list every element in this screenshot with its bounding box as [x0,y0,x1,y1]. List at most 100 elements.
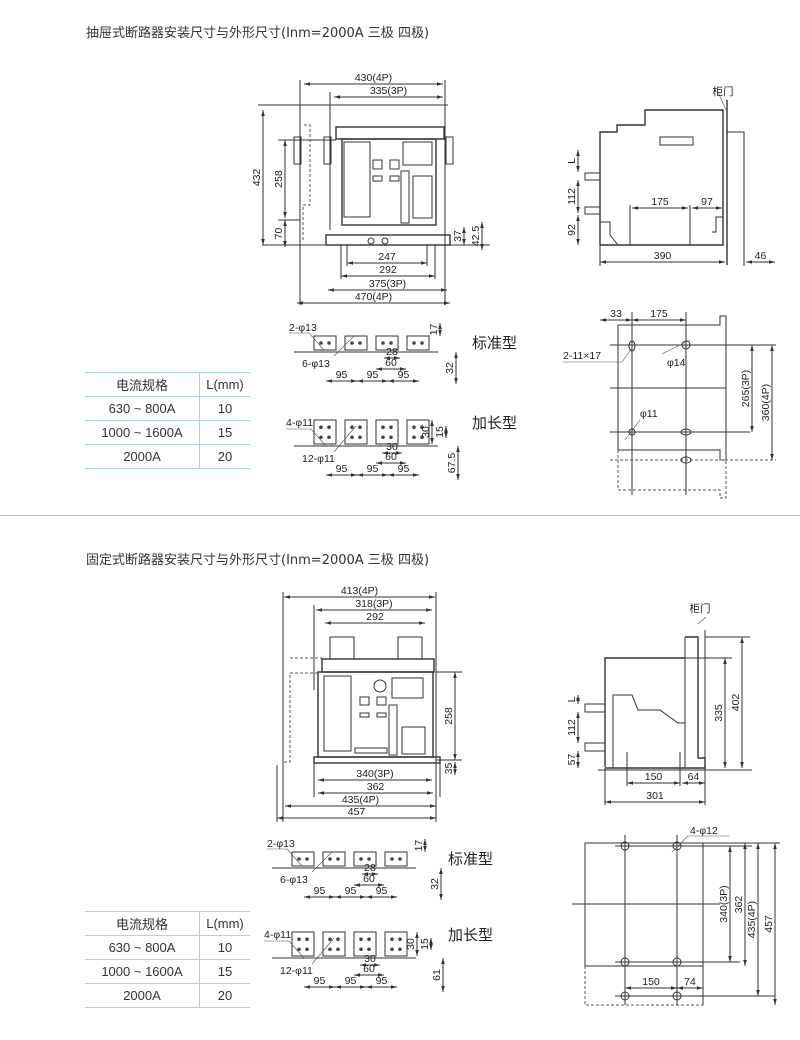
bolt-hole-icon [420,425,424,430]
dimension-label: 30 [386,441,398,453]
bolt-hole-icon [398,947,402,952]
dimension-label: 265(3P) [740,370,752,407]
bolt-hole-icon [359,947,363,952]
bolt-hole-icon [390,937,394,941]
bolt-hole-icon [305,857,309,861]
dimension-label: 61 [431,969,443,981]
dimension-label: 413(4P) [341,585,378,597]
dimension-label: 335 [713,704,725,722]
dimension-label: 362 [733,896,745,914]
dimension-label: 340(3P) [718,885,730,922]
leader-line [624,419,641,441]
slot-label: 2-11×17 [563,350,601,362]
bolt-hole-icon [350,341,354,345]
dimension-label: 390 [654,250,672,262]
terminal-extended [406,419,430,445]
table-cell: 2000A [85,444,200,469]
bolt-hole-icon [358,425,362,430]
terminal-standard [291,851,315,867]
bolt-hole-icon [336,857,340,861]
dimension-label: 92 [566,224,578,236]
dimension-label: 470(4P) [355,291,392,303]
dimension-label: 95 [336,369,348,381]
dimension-label: 97 [701,196,713,208]
table-cell: 10 [199,935,250,960]
leader-line [286,848,303,867]
fixed-side-view [584,616,752,805]
table-cell: 15 [199,420,250,445]
bolt-hole-icon [359,857,363,861]
terminal-extended [344,419,368,445]
table-cell: 1000 ~ 1600A [85,959,200,984]
bolt-hole-icon [328,937,332,941]
table-cell: 2000A [85,983,200,1008]
table-header: 电流规格 [85,911,200,936]
dimension-label: 32 [444,362,456,374]
bolt-hole-icon [381,435,385,440]
dimension-label: 33 [610,308,622,320]
drawout-front-view [258,80,490,305]
dimension-label: 95 [367,369,379,381]
bolt-hole-icon [297,857,301,861]
dimension-label: 95 [336,463,348,475]
dimension-label: 175 [651,196,669,208]
dimension-label: 430(4P) [355,72,392,84]
leader-line [333,425,357,453]
hole-label: φ14 [667,357,686,369]
hole-label: φ11 [640,408,658,420]
dimension-label: 432 [251,169,263,187]
dimension-label: 15 [434,426,446,438]
dimension-label: 64 [688,771,700,783]
leader-line [311,937,335,965]
dimension-label: 150 [642,976,660,988]
bolt-hole-icon [412,341,416,345]
hole-label: 6-φ13 [302,358,330,370]
dimension-label: 112 [566,719,578,736]
dimension-label: 60 [385,451,397,463]
cabinet-door-label: 柜门 [690,602,711,615]
leader-line [333,335,355,357]
terminal-extended [291,931,315,957]
bolt-hole-icon [327,425,331,430]
terminal-standard [384,851,408,867]
bolt-hole-icon [389,341,393,345]
cabinet-door-label: 柜门 [713,85,734,98]
section-title-fixed: 固定式断路器安装尺寸与外形尺寸(Inm=2000A 三极 四极) [86,553,430,568]
terminal-type-label: 加长型 [448,926,493,944]
dimension-label: 60 [363,873,375,885]
terminal-standard [353,851,377,867]
dimension-label: 30 [405,938,417,950]
table-cell: 630 ~ 800A [85,935,200,960]
dimension-label: 360(4P) [760,384,772,421]
dimension-label: 15 [419,938,431,950]
dimension-label: 292 [379,264,397,276]
dimension-label: 435(4P) [342,794,379,806]
dimension-label: 17 [413,840,425,852]
bolt-hole-icon [319,435,323,440]
dimension-label: 60 [363,963,375,975]
dimension-label: 335(3P) [370,85,407,97]
terminal-type-label: 标准型 [472,334,517,352]
bolt-hole-icon [328,947,332,952]
bolt-hole-icon [367,937,371,941]
dimension-label: 95 [398,369,410,381]
bolt-hole-icon [398,937,402,941]
dimension-label: 258 [273,170,285,188]
terminal-type-label: 标准型 [448,850,493,868]
terminal-extended [313,419,337,445]
dimension-label: 70 [273,228,285,240]
dimension-label: 95 [376,975,388,987]
dimension-label: 340(3P) [356,768,393,780]
bolt-hole-icon [367,857,371,861]
bolt-hole-icon [398,857,402,861]
terminal-standard [406,335,430,351]
leader-line [311,851,333,873]
bolt-hole-icon [336,947,340,952]
bolt-hole-icon [319,341,323,345]
terminal-type-label: 加长型 [472,414,517,432]
bolt-hole-icon [350,435,354,440]
